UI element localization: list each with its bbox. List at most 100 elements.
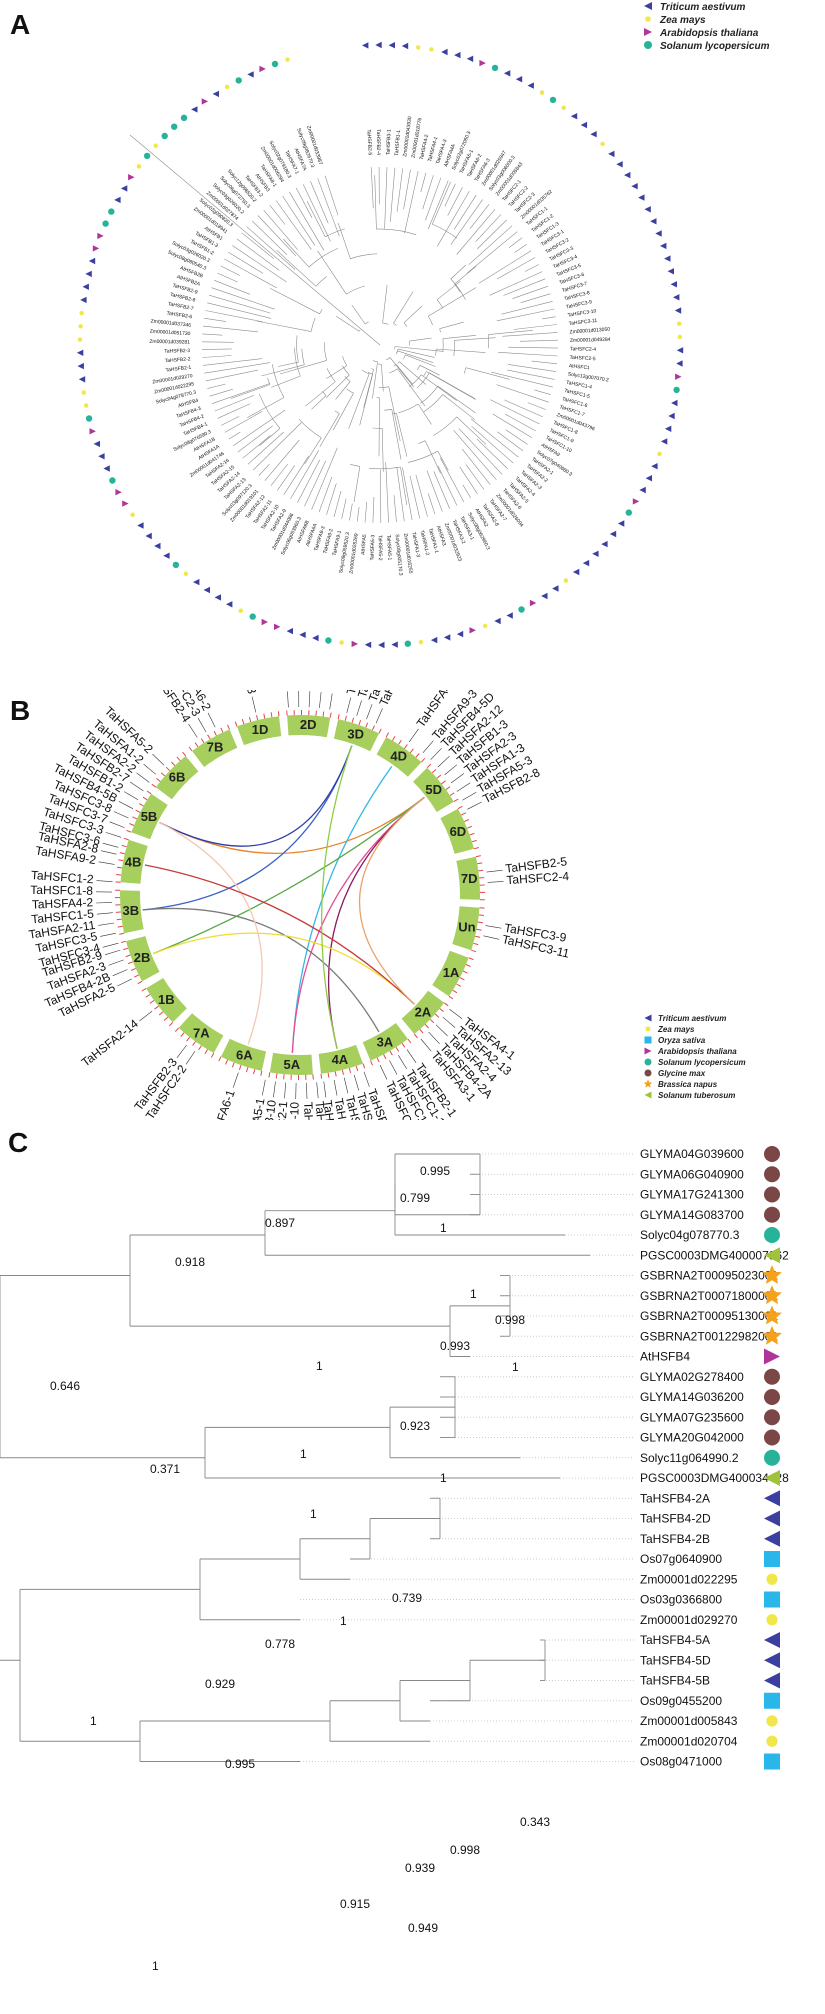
tick-mark	[401, 1043, 406, 1048]
gene-leader	[323, 1081, 327, 1098]
gene-leader	[444, 764, 458, 776]
tip-group: Zm00001d037346	[150, 318, 191, 328]
tree-branch	[305, 381, 336, 407]
tip-group: TaHSFB3-1	[386, 129, 393, 155]
tree-arc	[423, 371, 427, 377]
tip-marker	[109, 477, 116, 484]
chromosome-label: 2D	[300, 717, 317, 732]
tree-branch	[415, 474, 428, 517]
tip-marker	[247, 71, 254, 78]
tree-branch	[432, 181, 451, 225]
tree-branch	[264, 439, 300, 481]
tip-marker	[362, 42, 369, 49]
tip-label: TaHSFC2-4	[570, 346, 596, 352]
leaf-label: Zm00001d022295	[640, 1572, 738, 1586]
tip-marker	[391, 641, 398, 648]
tree-branch	[318, 476, 333, 513]
tree-branch	[420, 172, 427, 193]
chromosome-7A	[178, 1013, 224, 1053]
tree-branch	[214, 395, 255, 412]
leaf-label: GLYMA06G040900	[640, 1167, 744, 1181]
tick-mark	[320, 1073, 323, 1079]
tick-mark	[431, 769, 437, 774]
bootstrap-label: 0.995	[420, 1164, 450, 1178]
tree-branch	[279, 360, 327, 375]
tick-mark	[385, 732, 390, 738]
gene-group: TaHSFB4-5A	[312, 1100, 332, 1120]
leaf-label: TaHSFB4-2A	[640, 1491, 710, 1505]
tip-marker	[518, 606, 525, 613]
tip-marker	[77, 337, 83, 342]
tip-marker	[364, 641, 372, 648]
synteny-link	[327, 796, 425, 1049]
tree-branch	[459, 466, 478, 495]
tree-branch	[337, 223, 351, 259]
tip-label: TaHSFB3-1	[386, 129, 393, 155]
tick-mark	[478, 869, 484, 872]
tip-marker	[429, 47, 434, 52]
tree-arc	[361, 369, 370, 375]
tip-marker	[92, 245, 100, 252]
tip-group: TaHSFB2-7	[167, 301, 194, 312]
tree-branch	[207, 383, 226, 389]
tree-branch	[496, 308, 555, 322]
synteny-link	[153, 932, 415, 1005]
tree-branch	[349, 503, 353, 521]
leaf-label: Os03g0366800	[640, 1593, 722, 1607]
tick-mark	[218, 1056, 222, 1062]
gene-leader	[428, 1031, 440, 1045]
leaf-label: AtHSFB4	[640, 1350, 690, 1364]
tip-marker	[660, 242, 667, 250]
tip-marker	[624, 171, 631, 179]
tip-label: TaHSFB2-2	[165, 356, 191, 364]
tree-branch	[205, 310, 264, 323]
tip-label: TaHSFB2-1	[165, 365, 192, 374]
tip-marker	[143, 152, 151, 160]
chromosome-1A	[432, 950, 469, 997]
tree-branch	[513, 324, 557, 330]
tip-marker	[673, 386, 680, 394]
tree-branch	[295, 187, 313, 218]
tip-marker	[609, 530, 617, 538]
gene-group: TaHSFC1-5	[31, 907, 95, 927]
bootstrap-label: 0.915	[340, 1897, 370, 1911]
gene-leader	[185, 1050, 196, 1065]
tip-marker	[539, 90, 545, 95]
gene-leader	[442, 1016, 456, 1028]
tree-branch	[396, 168, 403, 212]
tree-branch	[306, 201, 326, 237]
tree-arc	[436, 299, 444, 309]
tick-mark	[477, 921, 483, 924]
bootstrap-label: 1	[512, 1360, 519, 1374]
tip-label: TaHSFA1-3	[410, 532, 421, 558]
tick-mark	[337, 714, 340, 720]
leaf-marker	[764, 1186, 780, 1203]
tick-mark	[116, 874, 122, 876]
tip-label: TaHSFC3-9	[566, 299, 593, 310]
gene-leader	[273, 1081, 276, 1098]
tree-branch	[436, 280, 461, 300]
gene-leader	[420, 1038, 432, 1052]
tree-branch	[204, 362, 271, 374]
gene-leader	[306, 1082, 308, 1099]
gene-leader	[143, 763, 156, 775]
tick-mark	[135, 809, 141, 813]
tip-marker	[677, 334, 683, 340]
tree-branch	[429, 372, 476, 399]
tick-mark	[389, 1050, 393, 1056]
tree-branch	[336, 316, 360, 332]
gene-leader	[102, 842, 119, 848]
tree-branch	[324, 175, 339, 216]
gene-label: TaHSFA5-1	[242, 1097, 267, 1120]
leaf-marker	[764, 1389, 780, 1405]
tree-arc	[423, 394, 443, 412]
tree-arc	[439, 328, 441, 333]
panel-b-label: B	[10, 695, 30, 726]
tip-marker	[286, 627, 293, 635]
tip-marker	[259, 65, 266, 73]
tree-arc	[372, 360, 378, 363]
tip-marker	[676, 321, 682, 326]
tip-marker	[651, 463, 658, 470]
